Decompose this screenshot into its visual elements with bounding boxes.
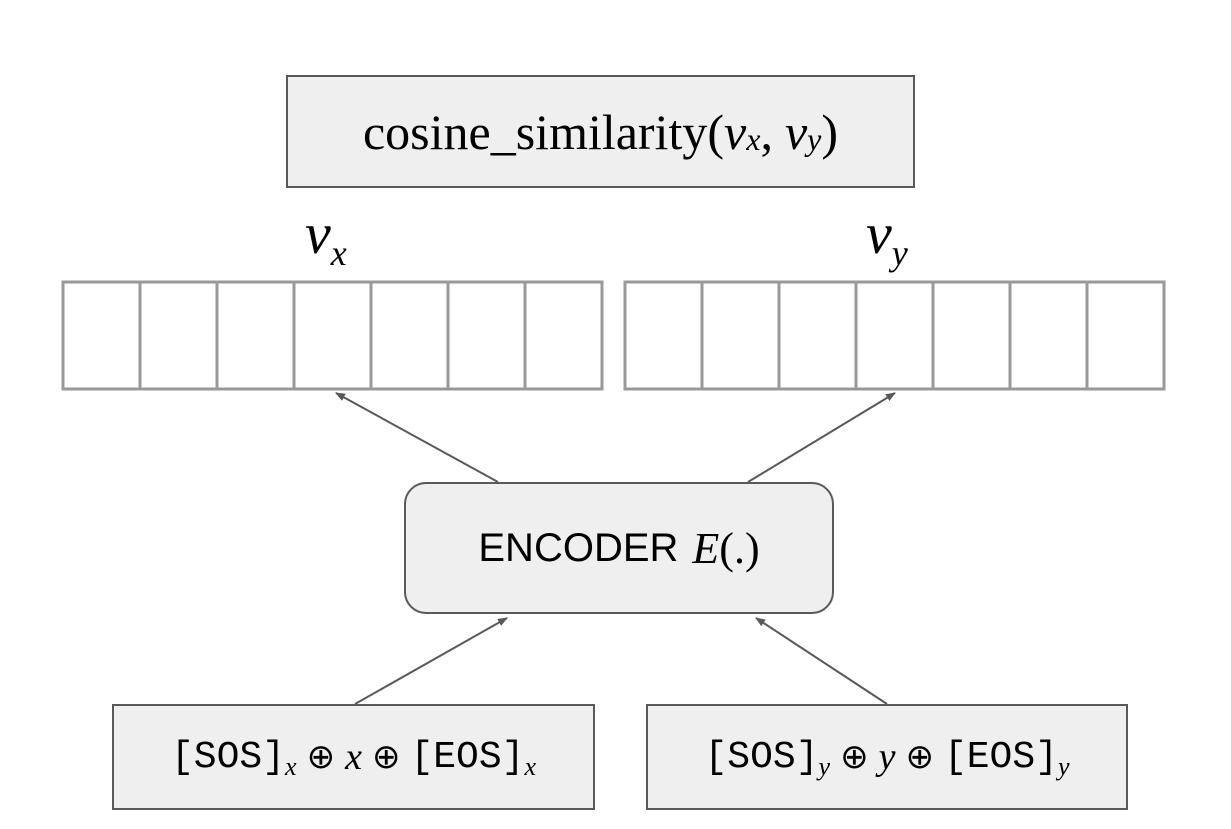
output-open-paren: ( [707, 103, 725, 160]
output-v1-sub: x [746, 121, 761, 157]
vector-vx-cell [138, 280, 219, 391]
vector-vx-label: vx [305, 205, 347, 272]
encoder-func-symbol: E [692, 523, 720, 573]
input-y-sos-sub: y [818, 752, 831, 781]
vector-vx-subscript: x [330, 233, 347, 273]
output-v2: v [784, 103, 808, 160]
output-v2-sub: y [807, 121, 822, 157]
output-func-name: cosine_similarity [362, 103, 708, 160]
input-x-box: [SOS]x ⊕ x ⊕ [EOS]x [112, 704, 595, 810]
input-y-concat-op-2: ⊕ [905, 737, 934, 777]
input-x-var: x [345, 736, 362, 778]
arrow-encoder-to-vy [747, 392, 896, 483]
input-x-eos-token: [EOS] [410, 735, 525, 779]
vector-vx-symbol: v [305, 201, 331, 266]
vector-vx-cell [292, 280, 373, 391]
vector-vx-cell [61, 280, 142, 391]
vector-vy-cell [1085, 280, 1166, 391]
input-x-eos-sub: x [524, 752, 537, 781]
input-y-eos-sub: y [1057, 752, 1070, 781]
encoder-func-args: (.) [719, 523, 760, 573]
encoder-function: E(.) [692, 523, 759, 574]
encoder-label: ENCODER [478, 525, 679, 570]
input-y-box: [SOS]y ⊕ y ⊕ [EOS]y [646, 704, 1128, 810]
input-x-sos-sub: x [285, 752, 297, 781]
vector-vy-cell [623, 280, 704, 391]
output-close-paren: ) [821, 103, 838, 160]
input-x-concat-op-1: ⊕ [306, 737, 336, 777]
input-y-var: y [878, 736, 896, 778]
input-y-eos-token: [EOS] [943, 735, 1058, 779]
vector-vx-cell [369, 280, 450, 391]
vector-vx-cell [523, 280, 604, 391]
vector-vy-cell [777, 280, 858, 391]
arrow-input-x-to-encoder [354, 617, 508, 705]
input-x-sos-token: [SOS] [170, 735, 286, 779]
vector-vy-cell [700, 280, 781, 391]
vector-vy-cell [931, 280, 1012, 391]
input-y-concat-op-1: ⊕ [840, 737, 869, 777]
vector-vy [623, 280, 1166, 391]
vector-vx-cell [215, 280, 296, 391]
encoder-box: ENCODER E(.) [404, 482, 834, 614]
vector-vx [61, 280, 604, 391]
arrow-encoder-to-vx [335, 392, 499, 483]
vector-vx-cell [446, 280, 527, 391]
vector-vy-cell [854, 280, 935, 391]
vector-vy-symbol: v [866, 201, 892, 266]
arrow-input-y-to-encoder [755, 617, 888, 705]
output-v1: v [724, 103, 747, 160]
input-x-concat-op-2: ⊕ [371, 737, 401, 777]
vector-vy-subscript: y [891, 233, 908, 273]
vector-vy-cell [1008, 280, 1089, 391]
input-y-sos-token: [SOS] [704, 735, 819, 779]
output-comma: , [760, 103, 773, 160]
vector-vy-label: vy [866, 205, 908, 272]
